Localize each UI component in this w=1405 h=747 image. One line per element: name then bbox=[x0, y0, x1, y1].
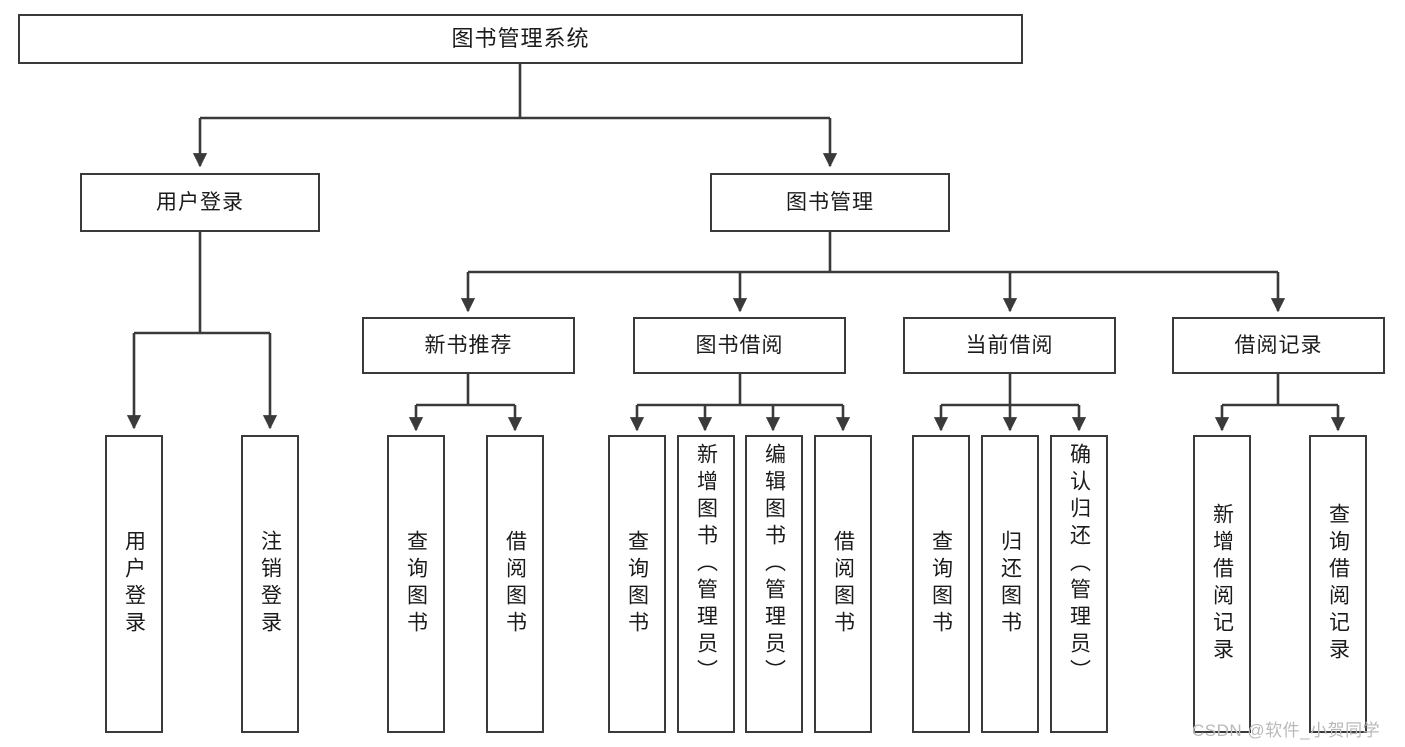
node-label: 查询图书 bbox=[929, 530, 953, 638]
leaf-user-login-signout[interactable]: 注销登录 bbox=[241, 435, 299, 733]
leaf-recommend-borrow-book[interactable]: 借阅图书 bbox=[486, 435, 544, 733]
node-borrow-record[interactable]: 借阅记录 bbox=[1172, 317, 1385, 374]
leaf-borrow-add-book-admin[interactable]: 新增图书（管理员） bbox=[677, 435, 735, 733]
node-current-borrow[interactable]: 当前借阅 bbox=[903, 317, 1116, 374]
leaf-current-return-book[interactable]: 归还图书 bbox=[981, 435, 1039, 733]
leaf-borrow-query-book[interactable]: 查询图书 bbox=[608, 435, 666, 733]
node-root-system[interactable]: 图书管理系统 bbox=[18, 14, 1023, 64]
node-label: 图书管理 bbox=[786, 191, 874, 214]
leaf-borrow-borrow-book[interactable]: 借阅图书 bbox=[814, 435, 872, 733]
node-label: 编辑图书（管理员） bbox=[762, 443, 786, 686]
leaf-current-confirm-return-admin[interactable]: 确认归还（管理员） bbox=[1050, 435, 1108, 733]
node-user-login[interactable]: 用户登录 bbox=[80, 173, 320, 232]
leaf-record-query-record[interactable]: 查询借阅记录 bbox=[1309, 435, 1367, 733]
leaf-recommend-query-book[interactable]: 查询图书 bbox=[387, 435, 445, 733]
node-label: 新增图书（管理员） bbox=[694, 443, 718, 686]
node-label: 借阅记录 bbox=[1234, 334, 1323, 357]
node-label: 查询图书 bbox=[625, 530, 649, 638]
node-label: 当前借阅 bbox=[965, 334, 1054, 357]
node-label: 借阅图书 bbox=[503, 530, 527, 638]
leaf-current-query-book[interactable]: 查询图书 bbox=[912, 435, 970, 733]
node-label: 图书管理系统 bbox=[451, 26, 590, 51]
node-book-management[interactable]: 图书管理 bbox=[710, 173, 950, 232]
node-label: 用户登录 bbox=[122, 530, 146, 638]
node-label: 图书借阅 bbox=[695, 334, 784, 357]
node-label: 借阅图书 bbox=[831, 530, 855, 638]
node-label: 用户登录 bbox=[156, 191, 244, 214]
node-label: 新增借阅记录 bbox=[1210, 503, 1234, 665]
node-label: 注销登录 bbox=[258, 530, 282, 638]
node-label: 查询图书 bbox=[404, 530, 428, 638]
leaf-record-add-record[interactable]: 新增借阅记录 bbox=[1193, 435, 1251, 733]
node-book-borrow[interactable]: 图书借阅 bbox=[633, 317, 846, 374]
node-label: 查询借阅记录 bbox=[1326, 503, 1350, 665]
leaf-borrow-edit-book-admin[interactable]: 编辑图书（管理员） bbox=[745, 435, 803, 733]
node-label: 新书推荐 bbox=[424, 334, 513, 357]
leaf-user-login-signin[interactable]: 用户登录 bbox=[105, 435, 163, 733]
node-label: 归还图书 bbox=[998, 530, 1022, 638]
node-label: 确认归还（管理员） bbox=[1067, 443, 1091, 686]
node-new-book-recommend[interactable]: 新书推荐 bbox=[362, 317, 575, 374]
